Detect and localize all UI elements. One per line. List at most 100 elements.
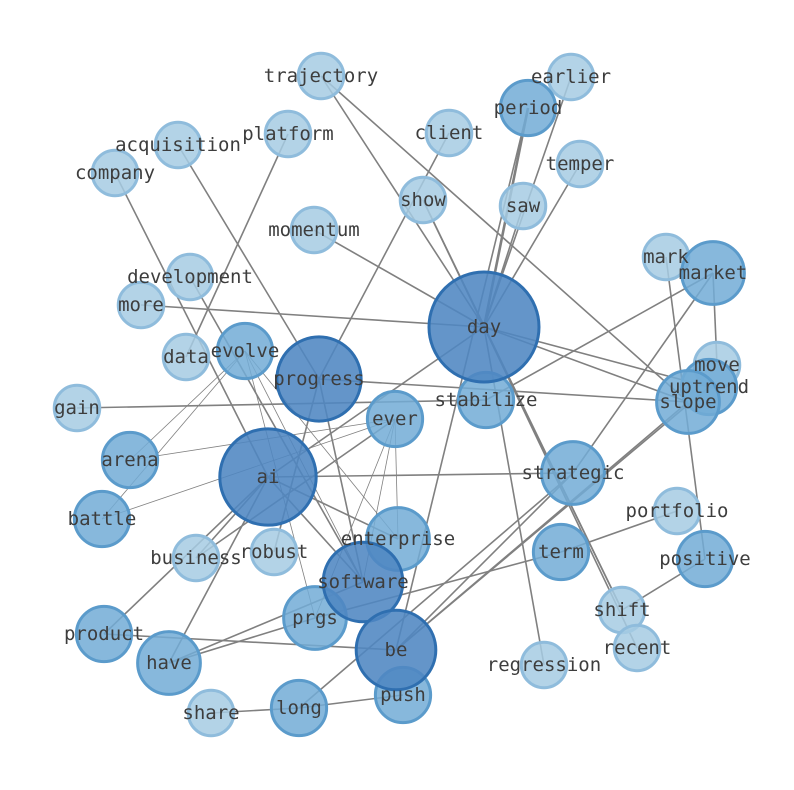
node-label-have: have bbox=[146, 652, 192, 674]
edge-platform-data bbox=[185, 133, 289, 358]
node-ever bbox=[365, 389, 425, 449]
node-label-trajectory: trajectory bbox=[264, 65, 378, 87]
node-acquisition bbox=[153, 120, 203, 170]
node-software bbox=[321, 540, 405, 624]
node-ai bbox=[218, 427, 318, 527]
node-term bbox=[531, 522, 591, 582]
node-label-be: be bbox=[385, 639, 408, 661]
edge-evolve-battle bbox=[101, 350, 246, 520]
node-business bbox=[171, 533, 221, 583]
node-label-prgs: prgs bbox=[292, 607, 338, 629]
node-progress bbox=[275, 335, 363, 423]
node-saw bbox=[498, 181, 548, 231]
node-label-day: day bbox=[467, 316, 501, 338]
node-long bbox=[269, 678, 329, 738]
node-label-robust: robust bbox=[240, 541, 309, 563]
node-arena bbox=[100, 430, 160, 490]
edge-ai-strategic bbox=[267, 472, 574, 478]
node-label-term: term bbox=[538, 541, 584, 563]
node-data bbox=[161, 332, 211, 382]
node-label-battle: battle bbox=[68, 508, 137, 530]
edge-uptrend-be bbox=[395, 386, 710, 651]
node-label-shift: shift bbox=[593, 599, 650, 621]
node-battle bbox=[72, 489, 132, 549]
node-label-long: long bbox=[276, 697, 322, 719]
node-label-show: show bbox=[400, 189, 446, 211]
edge-market-strategic bbox=[572, 272, 714, 474]
node-be bbox=[354, 608, 438, 692]
node-label-temper: temper bbox=[546, 153, 615, 175]
node-have bbox=[136, 630, 202, 696]
node-label-uptrend: uptrend bbox=[669, 376, 749, 398]
node-label-push: push bbox=[380, 684, 426, 706]
node-slope bbox=[655, 369, 721, 435]
node-momentum bbox=[289, 205, 339, 255]
node-label-business: business bbox=[150, 547, 242, 569]
edge-day-more bbox=[140, 304, 485, 328]
node-label-momentum: momentum bbox=[268, 219, 360, 241]
node-label-product: product bbox=[64, 623, 144, 645]
edge-company-ai bbox=[114, 172, 269, 478]
edge-be-strategic bbox=[395, 472, 574, 651]
node-label-gain: gain bbox=[54, 397, 100, 419]
nodes-layer bbox=[52, 51, 746, 738]
node-temper bbox=[555, 139, 605, 189]
node-label-arena: arena bbox=[101, 449, 158, 471]
node-robust bbox=[249, 527, 299, 577]
node-label-data: data bbox=[163, 346, 209, 368]
node-label-regression: regression bbox=[487, 654, 601, 676]
node-market bbox=[680, 240, 746, 306]
node-period bbox=[498, 78, 558, 138]
node-label-platform: platform bbox=[242, 123, 334, 145]
node-label-client: client bbox=[415, 122, 484, 144]
node-more bbox=[116, 280, 166, 330]
node-strategic bbox=[540, 440, 606, 506]
node-show bbox=[398, 175, 448, 225]
node-positive bbox=[675, 529, 735, 589]
node-label-acquisition: acquisition bbox=[115, 134, 241, 156]
node-label-saw: saw bbox=[506, 195, 541, 217]
node-day bbox=[427, 270, 541, 384]
node-label-mark: mark bbox=[643, 246, 689, 268]
node-evolve bbox=[215, 321, 275, 381]
node-label-software: software bbox=[317, 571, 409, 593]
node-label-strategic: strategic bbox=[522, 462, 625, 484]
node-label-period: period bbox=[494, 97, 563, 119]
node-company bbox=[90, 148, 140, 198]
node-label-ever: ever bbox=[372, 408, 418, 430]
node-label-positive: positive bbox=[659, 548, 751, 570]
node-recent bbox=[612, 623, 662, 673]
node-label-development: development bbox=[127, 266, 253, 288]
node-product bbox=[74, 604, 134, 664]
node-development bbox=[165, 252, 215, 302]
node-client bbox=[424, 108, 474, 158]
node-label-progress: progress bbox=[273, 368, 365, 390]
node-label-enterprise: enterprise bbox=[341, 528, 455, 550]
node-label-evolve: evolve bbox=[211, 340, 280, 362]
edge-slope-trajectory bbox=[320, 75, 689, 403]
edge-long-strategic bbox=[298, 472, 574, 709]
edge-evolve-enterprise bbox=[244, 350, 399, 540]
node-label-ai: ai bbox=[257, 466, 280, 488]
node-portfolio bbox=[652, 486, 702, 536]
node-gain bbox=[52, 383, 102, 433]
node-label-portfolio: portfolio bbox=[626, 500, 729, 522]
node-label-market: market bbox=[679, 262, 748, 284]
node-label-slope: slope bbox=[659, 391, 716, 413]
node-label-earlier: earlier bbox=[531, 66, 611, 88]
node-label-stabilize: stabilize bbox=[435, 389, 538, 411]
node-earlier bbox=[546, 52, 596, 102]
node-regression bbox=[519, 640, 569, 690]
node-label-share: share bbox=[182, 702, 239, 724]
node-label-move: move bbox=[694, 354, 740, 376]
node-platform bbox=[263, 109, 313, 159]
node-share bbox=[186, 688, 236, 738]
edge-acquisition-progress bbox=[177, 144, 320, 380]
edge-client-progress bbox=[318, 132, 450, 380]
edge-stabilize-market bbox=[485, 272, 714, 401]
node-trajectory bbox=[296, 51, 346, 101]
node-label-company: company bbox=[75, 162, 155, 184]
